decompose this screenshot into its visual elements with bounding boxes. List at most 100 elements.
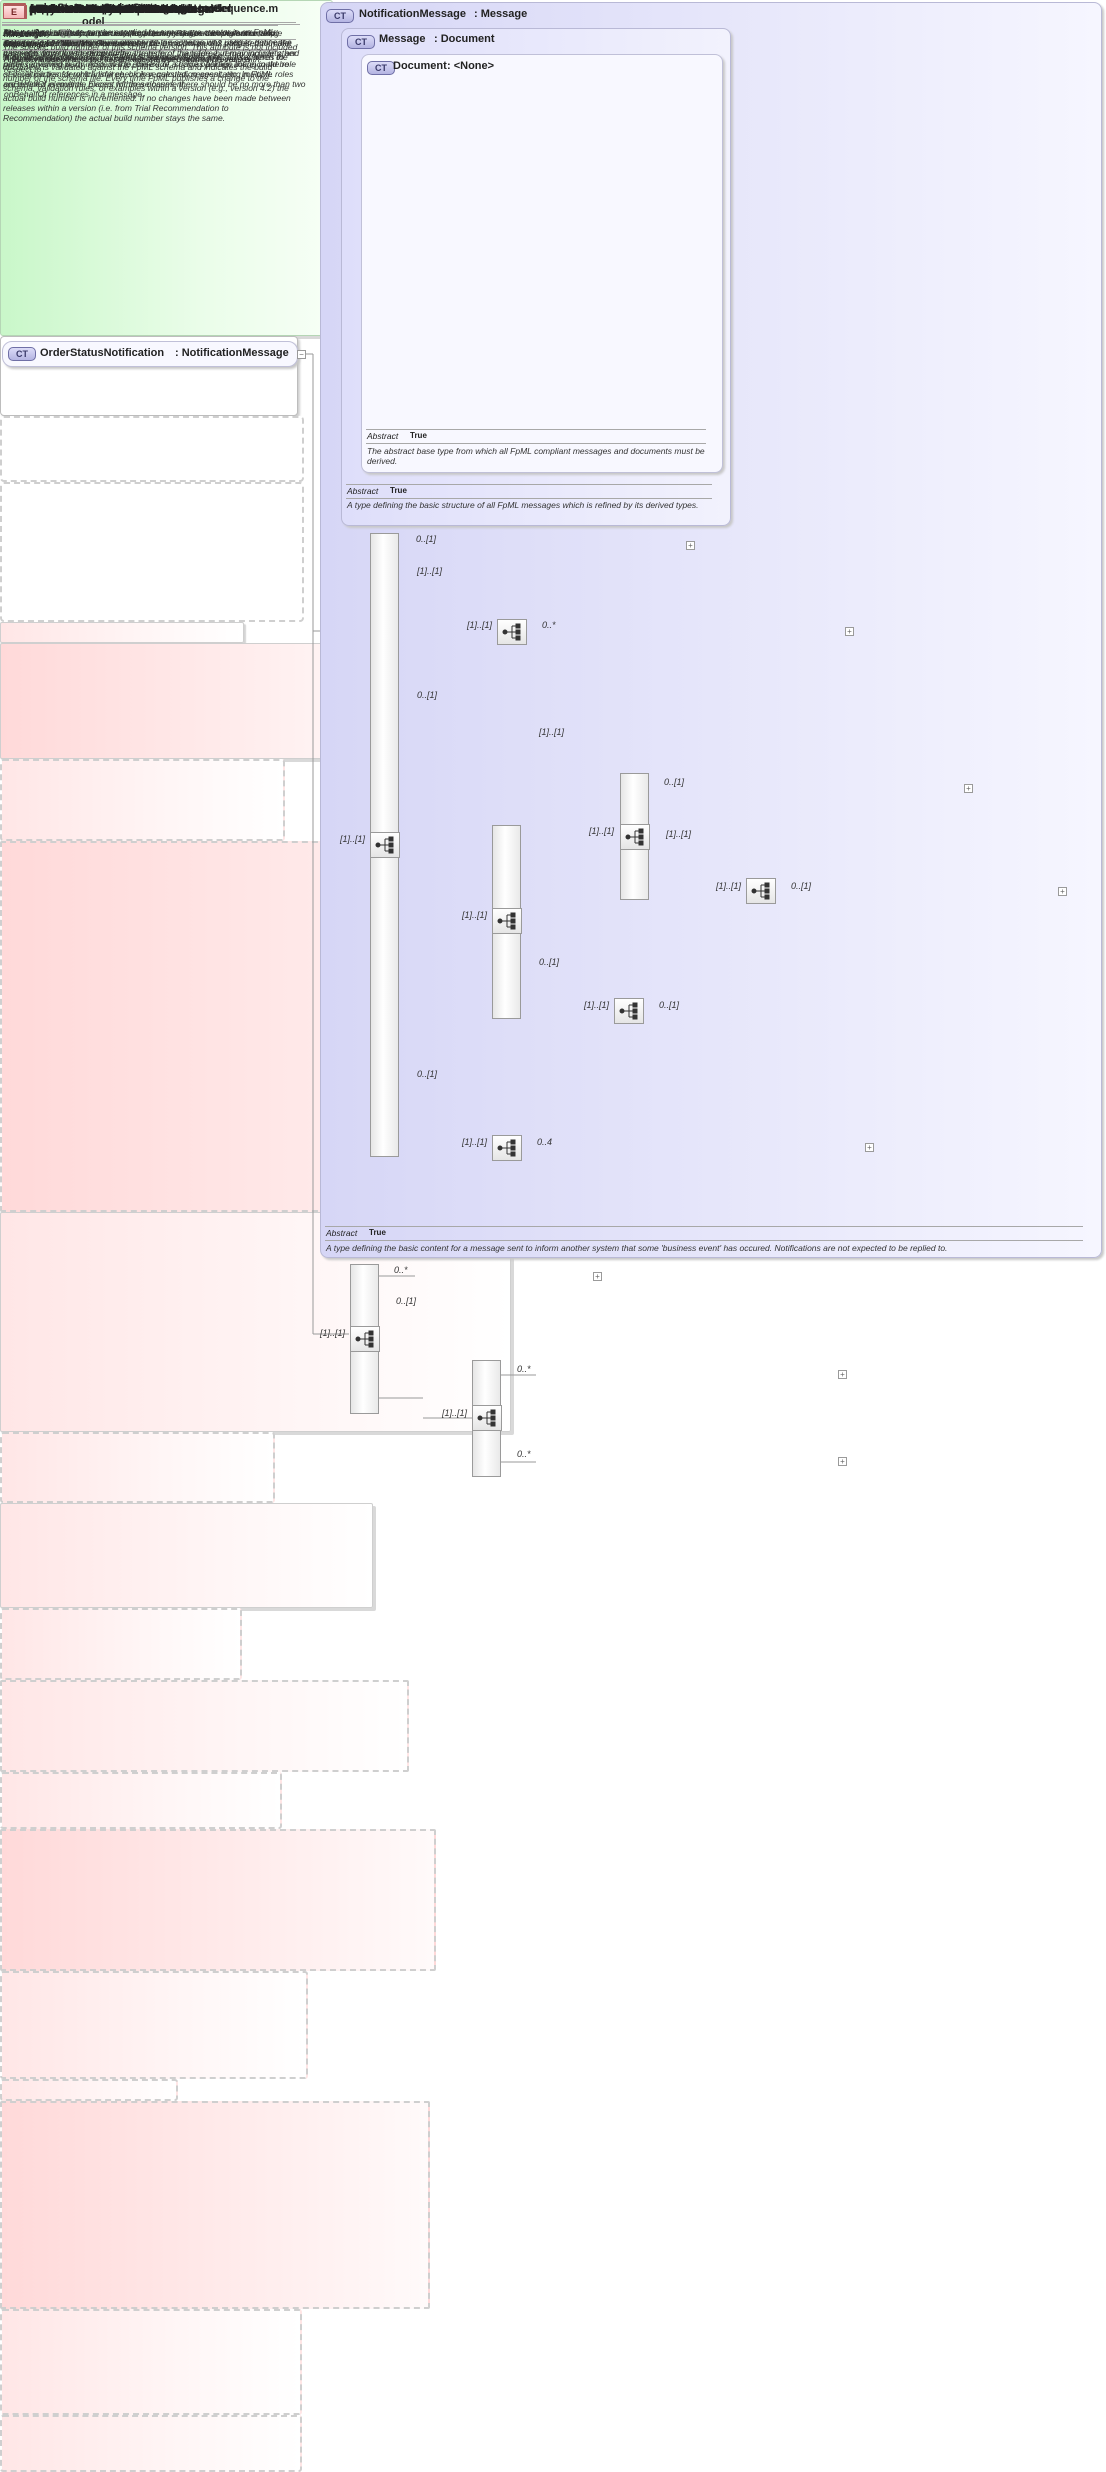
expand-toggle-icon[interactable]: + xyxy=(1058,887,1067,896)
min-length-value: [1] xyxy=(62,29,71,38)
account-name: account xyxy=(29,4,72,16)
min-length-value: [0] xyxy=(60,28,69,37)
on-behalf-of-model-occurrence: 0..[1] xyxy=(417,1069,438,1079)
pattern-label: Pattern xyxy=(4,38,32,48)
party-occurrence: 0..* xyxy=(517,1364,531,1374)
message-name: Message xyxy=(379,33,426,45)
root-complex-type[interactable]: CT OrderStatusNotification : Notificatio… xyxy=(2,341,298,367)
account-occurrence: 0..* xyxy=(517,1449,531,1459)
expand-toggle-icon[interactable]: + xyxy=(593,1272,602,1281)
sequence-icon[interactable] xyxy=(620,824,650,850)
expand-toggle-icon[interactable]: + xyxy=(838,1457,847,1466)
sequence-icon[interactable] xyxy=(492,1135,522,1161)
correlation-id-name: correlationId xyxy=(30,4,97,16)
sequence-icon[interactable] xyxy=(350,1326,380,1352)
sequence-icon[interactable] xyxy=(472,1405,502,1431)
notification-message-name: NotificationMessage xyxy=(359,8,466,20)
actual-build-doc: The specific build number of this schema… xyxy=(3,42,298,124)
min-length-label: Min Length xyxy=(4,29,47,39)
account-element[interactable]: E account : Account Optional account inf… xyxy=(0,4,302,2472)
collapse-toggle-icon[interactable]: − xyxy=(297,350,306,359)
sequence-icon[interactable] xyxy=(497,619,527,645)
validation-name: validation xyxy=(30,4,82,16)
validation-element[interactable]: E validation : Validation Min Length [0]… xyxy=(0,4,285,841)
fpml-version-name: fpmlVersion xyxy=(30,3,93,15)
min-length-value: [0] xyxy=(61,29,70,38)
validation-seq-occurrence: [1]..[1] xyxy=(467,620,493,630)
validation-type: : Validation xyxy=(88,4,147,16)
party-name: party xyxy=(29,4,56,16)
validation-doc: A list of validation sets the sender ass… xyxy=(4,54,260,75)
ct-badge-icon: CT xyxy=(367,61,395,75)
expected-build-attribute[interactable]: A expectedBuild : positiveInteger This o… xyxy=(0,3,304,482)
actual-build-attribute[interactable]: A actualBuild : positiveInteger Fixed 9 … xyxy=(0,3,304,622)
expand-toggle-icon[interactable]: + xyxy=(838,1370,847,1379)
document-type-ref: : <None> xyxy=(447,60,495,72)
party-element[interactable]: E party : Party A legal entity or a subd… xyxy=(0,4,302,2415)
max-length-value: [255] xyxy=(61,39,79,48)
correlation-optional-occurrence: 0..[1] xyxy=(417,690,438,700)
expected-build-name: expectedBuild xyxy=(29,3,105,15)
header-occurrence: 0..[1] xyxy=(416,534,437,544)
sequence-icon[interactable] xyxy=(370,832,400,858)
correlation-id-doc: A qualified identifier used to correlate… xyxy=(4,53,220,63)
on-behalf-of-model-ref: <Ref> xyxy=(30,3,61,15)
parent-correlation-id-occurrence: 0..[1] xyxy=(664,777,685,787)
expected-build-doc: This optional attribute can be supplied … xyxy=(3,27,292,58)
correlation-optional-seq-occurrence: [1]..[1] xyxy=(462,910,488,920)
on-behalf-of-doc: Indicates which party (or parties) (and … xyxy=(4,28,306,100)
on-behalf-of-model-group: G <Ref> : OnBehalfOf.model xyxy=(0,3,436,1971)
max-length-label: Max Length xyxy=(4,39,49,49)
account-type: : Account xyxy=(80,4,131,16)
expand-toggle-icon[interactable]: + xyxy=(865,1143,874,1152)
root-type: : NotificationMessage xyxy=(175,347,289,359)
correlation-id-element[interactable]: E correlationId : CorrelationId Min Leng… xyxy=(0,4,242,1680)
message-type-ref: : Document xyxy=(434,33,495,45)
document-type: CT Document : <None> Abstract True The a… xyxy=(361,54,723,473)
max-length-value: [255] xyxy=(62,39,80,48)
ct-badge-icon: CT xyxy=(326,9,354,23)
fixed-value: 9 xyxy=(35,28,40,37)
parent-correlation-id-type: : CorrelationId xyxy=(139,4,215,16)
document-name: Document xyxy=(393,60,447,72)
header-element[interactable]: E header : NotificationMessageHeader xyxy=(0,3,244,643)
on-behalf-of-seq-occurrence: [1]..[1] xyxy=(462,1137,488,1147)
parent-correlation-id-element[interactable]: E parentCorrelationId : CorrelationId Mi… xyxy=(0,4,275,1503)
sequence-icon[interactable] xyxy=(614,998,644,1024)
expand-toggle-icon[interactable]: + xyxy=(686,541,695,550)
correlation-seq-occurrence: [1]..[1] xyxy=(589,826,615,836)
actual-build-name: actualBuild xyxy=(29,3,89,15)
e-badge-icon: E xyxy=(3,5,25,19)
correlation-optional-ref: <Ref> xyxy=(30,3,61,15)
order-status-name: orderStatus xyxy=(29,2,91,14)
sequence-model-occurrence: 0..[1] xyxy=(539,957,560,967)
correlation-id-seq-occurrence: [1]..[1] xyxy=(716,881,742,891)
order-status-occurrence: 0..* xyxy=(394,1265,408,1275)
sequence-icon[interactable] xyxy=(746,878,776,904)
abstract-label: Abstract xyxy=(367,431,399,441)
sequence-seq-occurrence: [1]..[1] xyxy=(584,1000,610,1010)
order-status-type: : OrderStatus xyxy=(96,2,167,14)
expected-build-type: : positiveInteger xyxy=(112,3,197,15)
on-behalf-of-type: : OnBehalfOf xyxy=(98,4,166,16)
expand-toggle-icon[interactable]: + xyxy=(845,627,854,636)
abstract-label: Abstract xyxy=(347,486,379,496)
expand-toggle-icon[interactable]: + xyxy=(964,784,973,793)
version-attributes-group: AG <Ref> : VersionAttributes.atts xyxy=(0,0,333,336)
correlation-id-model-type: : CorrelationId.model xyxy=(82,3,193,15)
ag-type: : VersionAttributes.atts xyxy=(82,4,204,16)
root-name: OrderStatusNotification xyxy=(40,347,165,359)
sequence-icon[interactable] xyxy=(492,908,522,934)
correlation-model-ref: <Ref> xyxy=(31,4,62,16)
bottom-seq-occurrence: [1]..[1] xyxy=(320,1328,346,1338)
on-behalf-of-element[interactable]: E onBehalfOf : OnBehalfOf Indicates whic… xyxy=(0,4,308,2079)
sequence-number-element[interactable]: E sequenceNumber : positiveInteger A num… xyxy=(0,4,282,1829)
sequence-model-group: G <Ref> : Sequence.model xyxy=(0,3,409,1772)
sequence-number-doc: A numeric value that can be used to orde… xyxy=(4,28,258,49)
order-status-element[interactable]: E orderStatus : OrderStatus xyxy=(0,2,178,2101)
correlation-id-model-occurrence: [1]..[1] xyxy=(666,829,692,839)
min-length-label: Min Length xyxy=(4,28,47,38)
ct-badge-icon: CT xyxy=(347,35,375,49)
abstract-value: True xyxy=(390,486,407,495)
sequence-number-occurrence: 0..[1] xyxy=(659,1000,680,1010)
